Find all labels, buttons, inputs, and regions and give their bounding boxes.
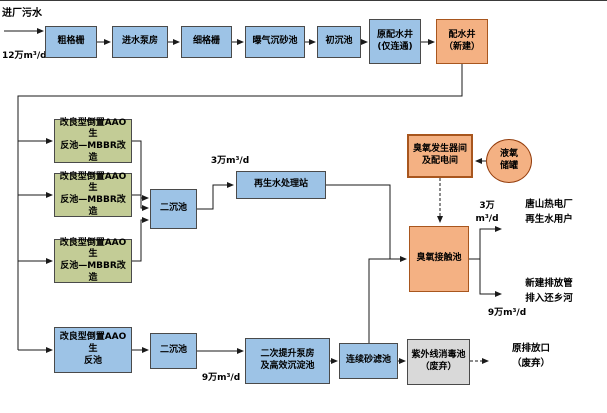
node-primary-sedimentation: 初沉池 [317,26,361,58]
reuse-outfall-flow-label: 3万m³/d [475,201,499,225]
influent-flow-label: 12万m³/d [2,51,47,61]
arrow-mbbr2-to-clarifier1 [132,194,149,211]
line-sandfilter-to-ozone-junction [368,258,390,343]
node-ozone-generator-room: 臭氧发生器间 及配电间 [407,134,473,178]
node-aao-mbbr-2: 改良型倒置AAO生 反池—MBBR改造 [54,172,132,217]
node-reclaimed-water-station: 再生水处理站 [236,171,326,199]
node-secondary-lift-pump: 二次提升泵房 及高效沉淀池 [245,338,330,384]
node-secondary-clarifier-2: 二沉池 [150,333,197,369]
node-aao-mbbr-3: 改良型倒置AAO生 反池—MBBR改造 [54,238,132,283]
node-aerated-grit-chamber: 曝气沉砂池 [245,26,305,58]
deep-flow-label: 9万m³/d [201,373,241,383]
arrow-mbbr3-to-clarifier1 [132,217,149,262]
old-outlet-label: 原排放口 （废弃） [511,343,550,369]
node-new-distribution-well: 配水井 （新建） [436,19,488,64]
node-liquid-oxygen-tank: 液氧 储罐 [486,139,532,183]
node-secondary-clarifier-1: 二沉池 [150,189,197,229]
arrow-mbbr1-to-clarifier1 [132,140,149,201]
reuse-user-label: 唐山热电厂 再生水用户 [525,199,573,225]
node-ozone-contact-tank: 臭氧接触池 [409,226,469,292]
node-continuous-sand-filter: 连续砂滤池 [339,343,398,379]
influent-label: 进厂污水 [2,8,42,19]
arrow-reuse-station-to-ozone-contact [326,184,407,262]
arrow-contact-to-discharge [479,259,502,297]
discharge-pipe-label: 新建排放管 排入还乡河 [525,278,573,304]
node-aao-mbbr-1: 改良型倒置AAO生 反池—MBBR改造 [54,118,132,163]
node-inlet-pump-house: 进水泵房 [112,26,168,58]
node-uv-disinfection-abandoned: 紫外线消毒池 （废弃） [407,339,470,385]
reuse-flow-label: 3万m³/d [210,156,250,166]
node-original-distribution-well: 原配水井 (仅连通) [369,19,421,64]
node-fine-screen: 细格栅 [181,26,232,58]
arrow-clarifier1-to-reuse-station [197,182,234,210]
node-coarse-screen: 粗格栅 [45,26,97,58]
trunk-distribution-line [17,64,463,350]
discharge-outfall-flow-label: 9万m³/d [487,308,527,318]
node-aao-reactor: 改良型倒置AAO生 反池 [54,327,132,373]
arrow-contact-to-reuse-user [469,226,502,260]
